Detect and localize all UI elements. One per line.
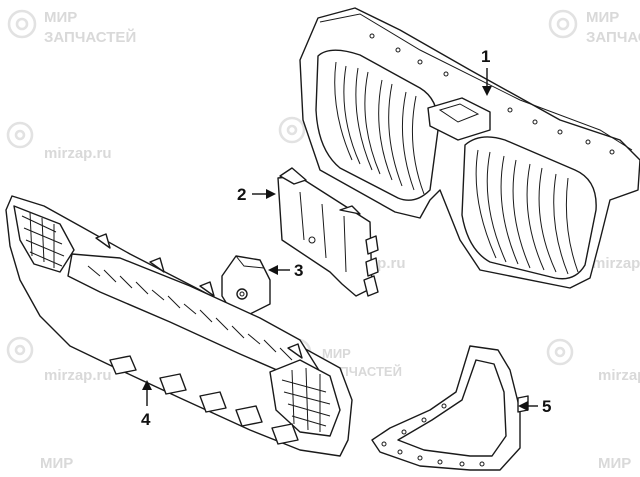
watermark-brand-line2: ЗАПЧАСТЕЙ: [586, 28, 640, 46]
callout-5: 5: [518, 397, 551, 416]
lower-grille-left-mesh: [21, 211, 65, 268]
grille-panel-side-tab-upper: [365, 235, 379, 255]
arrow-right-icon: [266, 189, 276, 199]
watermark-site: mirzap.ru: [44, 145, 112, 162]
upper-grille-mount-slot: [438, 103, 480, 123]
watermark-lower-left: mirzap.ru: [6, 336, 112, 384]
callout-label-5: 5: [542, 397, 551, 416]
watermark-logo-icon: [6, 336, 34, 364]
watermark-lower-right: mirzap.ru: [546, 338, 640, 384]
callout-label-1: 1: [481, 47, 490, 66]
callout-label-4: 4: [141, 410, 151, 429]
watermark-brand-line1: МИР: [586, 9, 619, 26]
upper-grille-left-slats: [334, 61, 425, 195]
callout-label-2: 2: [237, 185, 246, 204]
grille-panel-clip: [339, 205, 361, 215]
arrow-up-icon: [142, 380, 152, 390]
part-5-side-trim: [371, 345, 529, 471]
part-3-bracket: [221, 255, 271, 315]
watermark-top-right: МИР ЗАПЧАСТЕЙ: [548, 9, 640, 46]
callout-4: 4: [141, 380, 152, 429]
callout-2: 2: [237, 185, 276, 204]
watermark-logo-icon: [6, 121, 34, 149]
watermark-brand-line1: МИР: [322, 346, 351, 361]
watermark-site: mirzap.ru: [44, 367, 112, 384]
grille-panel-side-tab-mid: [365, 257, 379, 277]
arrow-left-icon: [268, 265, 278, 275]
watermark-mid-left: mirzap.ru: [6, 121, 112, 162]
watermark-brand-line2: ЗАПЧАСТЕЙ: [44, 28, 136, 46]
lower-grille-bottom-tabs: [109, 355, 299, 445]
arrow-down-icon: [482, 86, 492, 96]
callout-label-3: 3: [294, 261, 303, 280]
upper-grille-beam-edge: [319, 13, 633, 151]
grille-panel-hole: [308, 236, 316, 244]
callout-1: 1: [481, 47, 492, 96]
grille-panel-side-tab-lower: [363, 275, 379, 297]
grille-panel-top-tab: [279, 167, 307, 185]
callouts: 1 2 3 4 5: [141, 47, 551, 429]
upper-grille-right-slats: [475, 149, 579, 275]
part-4-lower-grille: [5, 195, 353, 457]
watermark-bottom-left: МИР: [40, 455, 73, 472]
watermark-brand-line1: МИР: [598, 455, 631, 472]
grille-panel-body: [277, 175, 373, 297]
watermark-logo-icon: [278, 116, 306, 144]
callout-3: 3: [268, 261, 303, 280]
part-1-upper-grille: [299, 7, 640, 289]
lower-grille-top-tabs: [95, 233, 303, 359]
upper-grille-left-kidney: [315, 49, 439, 201]
grille-panel-ribs: [299, 191, 347, 273]
watermark-site: mirzap.ru: [598, 367, 640, 384]
lower-grille-slots: [87, 265, 293, 361]
watermark-logo-icon: [7, 9, 37, 39]
watermark-logo-icon: [548, 9, 578, 39]
watermark-top-left: МИР ЗАПЧАСТЕЙ: [7, 9, 136, 46]
upper-grille-beam-holes: [369, 33, 615, 155]
watermark-bottom-right: МИР: [598, 455, 631, 472]
lower-grille-left-wing: [13, 205, 75, 273]
bracket-edge: [235, 255, 265, 269]
watermark-logo-icon: [546, 338, 574, 366]
upper-grille-right-kidney: [461, 136, 597, 280]
watermark-brand-line1: МИР: [40, 455, 73, 472]
side-trim-inner: [397, 359, 507, 457]
bracket-mount-hole: [236, 288, 248, 300]
watermark-site: mirzap.ru: [592, 255, 640, 272]
bracket-body: [221, 255, 271, 315]
bracket-mount-hole-inner: [239, 291, 245, 297]
arrow-left-icon: [518, 401, 528, 411]
watermark-brand-line1: МИР: [44, 9, 77, 26]
lower-grille-right-mesh: [281, 367, 331, 432]
lower-grille-right-pocket: [269, 359, 341, 437]
part-2-grille-panel: [277, 167, 379, 297]
